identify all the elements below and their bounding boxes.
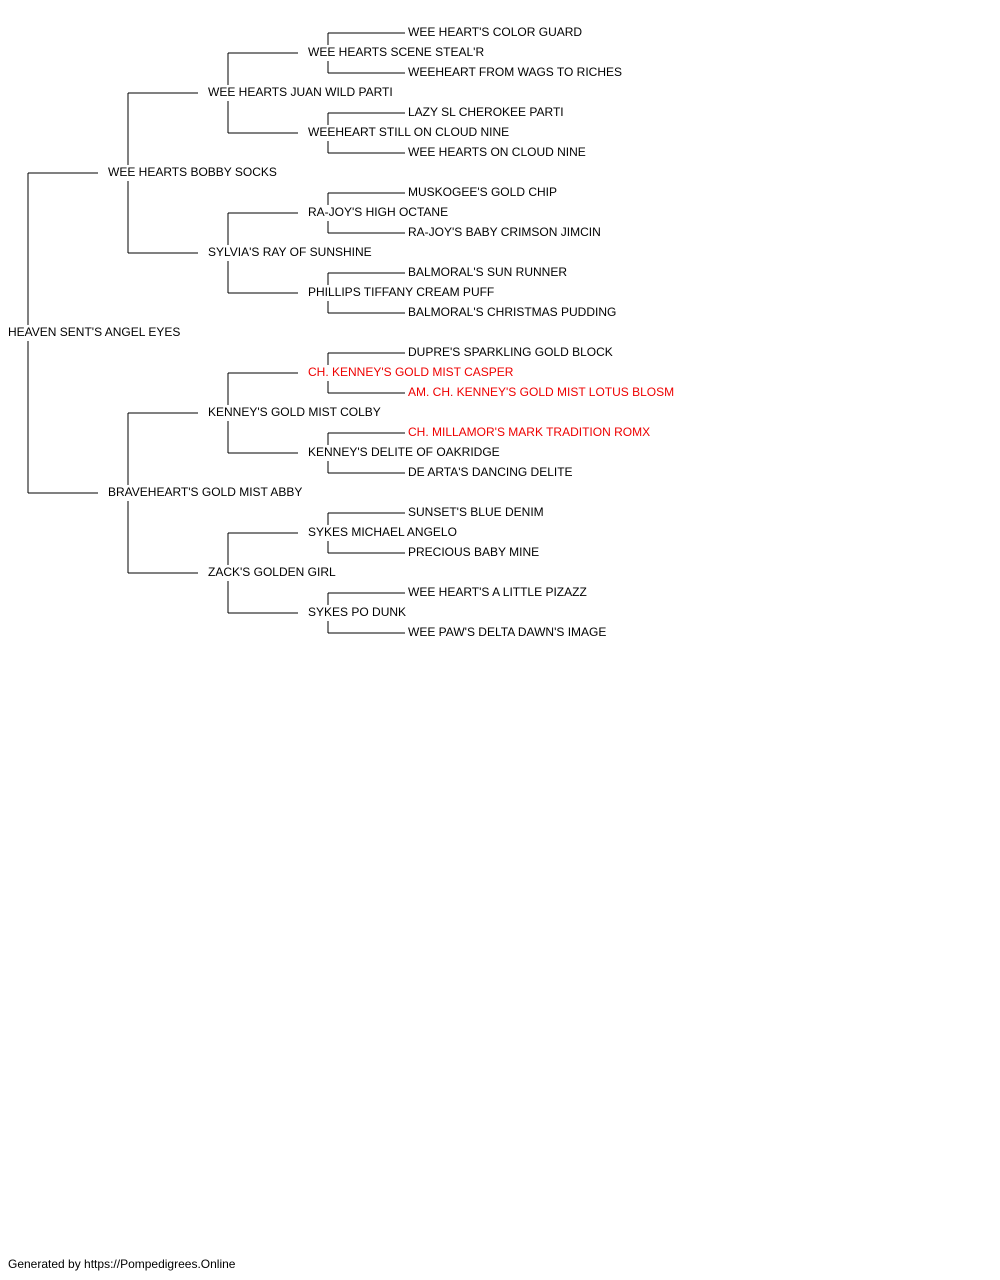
ancestor-name: RA-JOY'S BABY CRIMSON JIMCIN [408, 225, 601, 239]
ancestor-name: WEE HEARTS ON CLOUD NINE [408, 145, 586, 159]
ancestor-name: BALMORAL'S SUN RUNNER [408, 265, 567, 279]
ancestor-name: AM. CH. KENNEY'S GOLD MIST LOTUS BLOSM [408, 385, 674, 399]
ancestor-name: ZACK'S GOLDEN GIRL [208, 565, 336, 579]
ancestor-name: DUPRE'S SPARKLING GOLD BLOCK [408, 345, 613, 359]
ancestor-name: BRAVEHEART'S GOLD MIST ABBY [108, 485, 302, 499]
ancestor-name: KENNEY'S DELITE OF OAKRIDGE [308, 445, 500, 459]
ancestor-name: WEEHEART STILL ON CLOUD NINE [308, 125, 509, 139]
ancestor-name: WEE HEARTS SCENE STEAL'R [308, 45, 484, 59]
ancestor-name: WEE HEARTS BOBBY SOCKS [108, 165, 277, 179]
ancestor-name: SYLVIA'S RAY OF SUNSHINE [208, 245, 372, 259]
ancestor-name: CH. MILLAMOR'S MARK TRADITION ROMX [408, 425, 650, 439]
ancestor-name: KENNEY'S GOLD MIST COLBY [208, 405, 381, 419]
ancestor-name: SUNSET'S BLUE DENIM [408, 505, 544, 519]
ancestor-name: SYKES PO DUNK [308, 605, 406, 619]
ancestor-name: BALMORAL'S CHRISTMAS PUDDING [408, 305, 616, 319]
footer-credit: Generated by https://Pompedigrees.Online [8, 1257, 236, 1271]
ancestor-name: LAZY SL CHEROKEE PARTI [408, 105, 564, 119]
ancestor-name: MUSKOGEE'S GOLD CHIP [408, 185, 557, 199]
subject-name: HEAVEN SENT'S ANGEL EYES [8, 325, 180, 339]
ancestor-name: PHILLIPS TIFFANY CREAM PUFF [308, 285, 494, 299]
ancestor-name: RA-JOY'S HIGH OCTANE [308, 205, 448, 219]
ancestor-name: SYKES MICHAEL ANGELO [308, 525, 457, 539]
ancestor-name: WEE PAW'S DELTA DAWN'S IMAGE [408, 625, 606, 639]
ancestor-name: PRECIOUS BABY MINE [408, 545, 539, 559]
ancestor-name: WEE HEART'S COLOR GUARD [408, 25, 582, 39]
ancestor-name: WEE HEART'S A LITTLE PIZAZZ [408, 585, 587, 599]
ancestor-name: WEEHEART FROM WAGS TO RICHES [408, 65, 622, 79]
ancestor-name: DE ARTA'S DANCING DELITE [408, 465, 573, 479]
ancestor-name: CH. KENNEY'S GOLD MIST CASPER [308, 365, 514, 379]
ancestor-name: WEE HEARTS JUAN WILD PARTI [208, 85, 393, 99]
